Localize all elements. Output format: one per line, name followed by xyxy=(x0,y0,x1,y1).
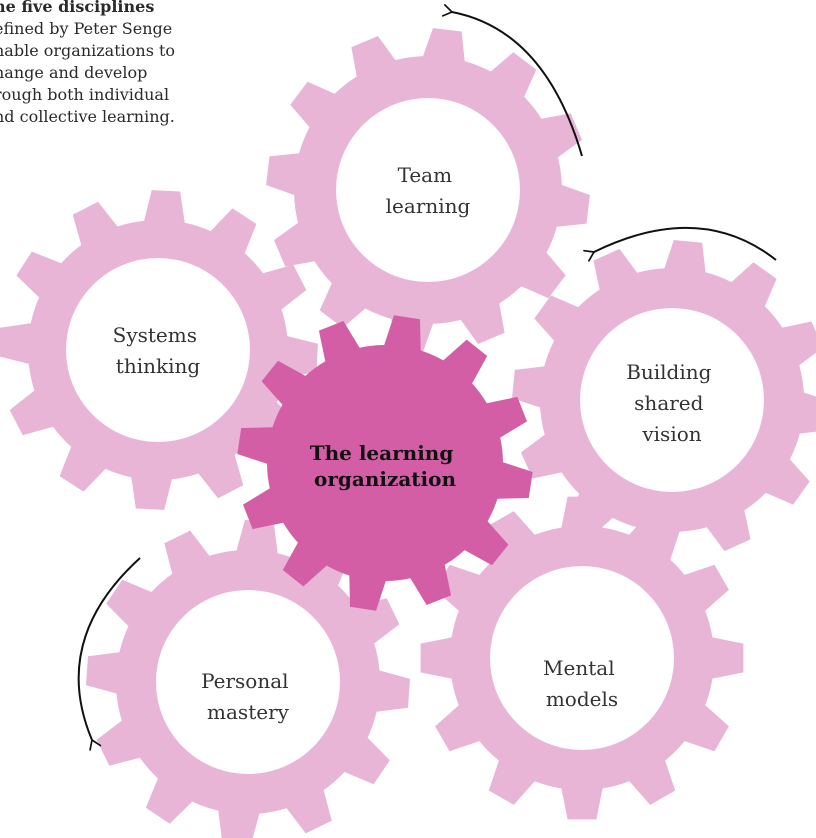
label-line: mastery xyxy=(207,700,290,724)
center-label-line: The learning xyxy=(310,441,454,465)
rotation-arrow-left xyxy=(77,557,141,751)
gear-learning-organization: The learning organization xyxy=(237,315,533,611)
label-line: vision xyxy=(641,422,701,446)
center-label: The learning organization xyxy=(310,441,461,491)
center-gear-shape xyxy=(237,315,533,611)
intro-title: he five disciplines xyxy=(0,0,155,16)
rotation-arrow-right xyxy=(583,226,777,262)
gear-hole xyxy=(66,258,250,442)
rotation-arrow-top xyxy=(441,4,583,157)
gear-label: Team learning xyxy=(386,163,471,218)
label-line: Mental xyxy=(543,656,615,680)
intro-line: hange and develop xyxy=(0,63,148,82)
intro-text: he five disciplines efined by Peter Seng… xyxy=(0,0,244,128)
gear-team-learning: Team learning xyxy=(266,28,590,352)
intro-line: rough both individual xyxy=(0,85,170,104)
gear-building-shared-vision: Building shared vision xyxy=(512,240,816,560)
label-line: shared xyxy=(634,391,703,415)
intro-line: efined by Peter Senge xyxy=(0,19,173,38)
label-line: Systems xyxy=(113,323,197,347)
gear-label: Systems thinking xyxy=(113,323,204,378)
gear-mental-models: Mental models xyxy=(420,496,744,820)
gear-hole xyxy=(156,590,340,774)
label-line: models xyxy=(546,687,618,711)
center-label-line: organization xyxy=(314,467,456,491)
gear-label: Building shared vision xyxy=(626,360,718,446)
gear-hole xyxy=(580,308,764,492)
label-line: learning xyxy=(386,194,471,218)
gear-label: Mental models xyxy=(543,656,621,711)
gear-label: Personal mastery xyxy=(201,669,295,724)
label-line: thinking xyxy=(116,354,201,378)
gear-personal-mastery: Personal mastery xyxy=(86,520,410,838)
label-line: Building xyxy=(626,360,711,384)
gear-systems-thinking: Systems thinking xyxy=(0,190,318,510)
gear-hole xyxy=(490,566,674,750)
label-line: Personal xyxy=(201,669,288,693)
label-line: Team xyxy=(398,163,453,187)
intro-line: nd collective learning. xyxy=(0,107,175,126)
intro-line: nable organizations to xyxy=(0,41,176,60)
gear-hole xyxy=(336,98,520,282)
